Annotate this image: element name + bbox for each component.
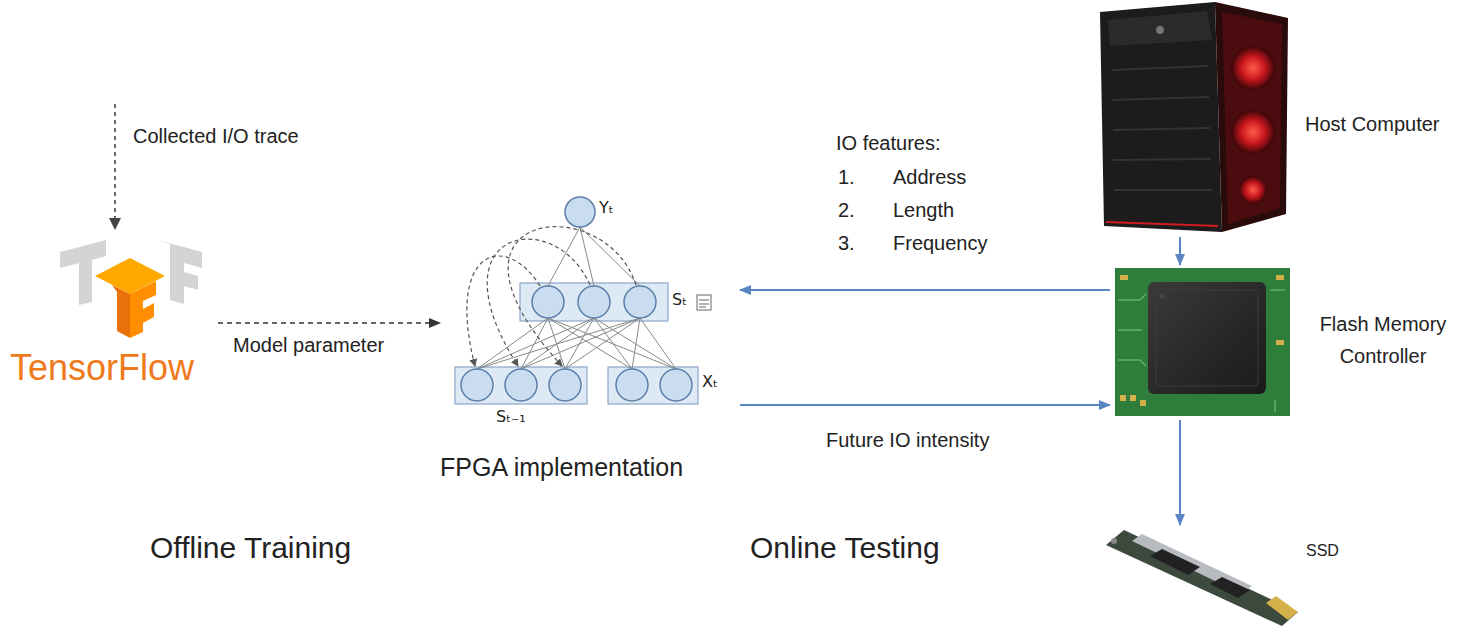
edge-label: Model parameter (230, 333, 387, 357)
dashed-arrow (218, 322, 440, 324)
section-title: Online Testing (750, 530, 940, 566)
controller-node: Flash Memory Controller (1110, 265, 1474, 420)
symbol-label: Xₜ (702, 372, 718, 391)
section-title: Offline Training (150, 530, 351, 566)
list-number: 3. (838, 231, 855, 255)
list-number: 2. (838, 198, 855, 222)
ssd-node: SSD (1100, 525, 1360, 625)
list-heading: IO features: (836, 131, 941, 155)
edge-label: Future IO intensity (823, 428, 992, 452)
node-caption: Flash Memory Controller (1298, 308, 1468, 372)
data-arrow (1179, 237, 1181, 265)
fpga-node: FPGA implementation (440, 192, 740, 492)
logo-text: TensorFlow (10, 346, 194, 389)
data-arrow (1179, 420, 1181, 525)
ssd-stick (1106, 530, 1298, 626)
note-text: Collected I/O trace (133, 124, 299, 148)
list-item: Frequency (893, 231, 988, 255)
rnn-illustration (455, 197, 711, 404)
list-item: Address (893, 165, 966, 189)
tensorflow-logo (60, 240, 202, 338)
trace-arrow (109, 104, 121, 230)
node-caption: FPGA implementation (440, 452, 683, 482)
node-caption: Host Computer (1305, 112, 1440, 136)
list-number: 1. (838, 165, 855, 189)
controller-board (1115, 268, 1290, 416)
symbol-label: Sₜ₋₁ (496, 407, 526, 426)
data-arrow (740, 289, 1110, 291)
computer-tower (1100, 2, 1288, 232)
list-item: Length (893, 198, 954, 222)
tensorflow-node: TensorFlow (8, 235, 218, 407)
host-node: Host Computer (1095, 4, 1470, 237)
symbol-label: Sₜ (672, 290, 687, 309)
node-caption: SSD (1306, 541, 1339, 560)
symbol-label: Yₜ (599, 198, 614, 217)
data-arrow (740, 404, 1110, 406)
